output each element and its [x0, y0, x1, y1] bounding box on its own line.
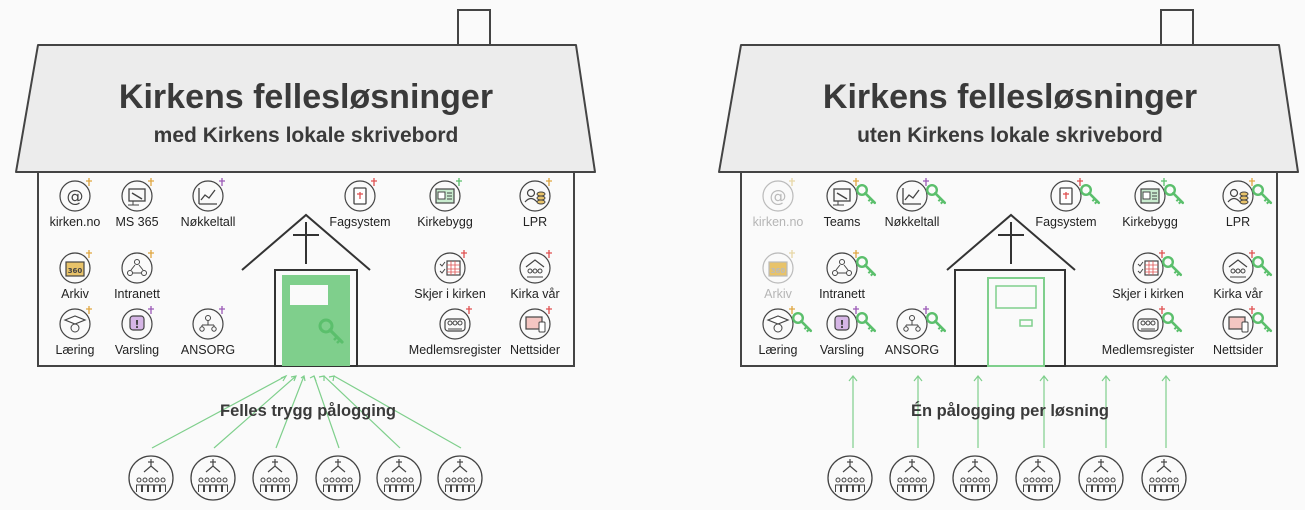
- church-people-icon[interactable]: [519, 250, 552, 284]
- svg-text:!: !: [839, 318, 844, 331]
- congregation-icon: [889, 455, 935, 501]
- app-label[interactable]: LPR: [1225, 215, 1251, 229]
- congregation-icon: [252, 455, 298, 501]
- app-label[interactable]: Nettsider: [1212, 343, 1264, 357]
- app-label[interactable]: Skjer i kirken: [1112, 287, 1184, 301]
- right-login-arrows: [848, 375, 1171, 448]
- org-chart-icon[interactable]: [896, 306, 929, 340]
- app-label[interactable]: Teams: [823, 215, 861, 229]
- congregation-icon: [1141, 455, 1187, 501]
- right-congregations: [827, 455, 1187, 501]
- app-label[interactable]: Kirkebygg: [1122, 215, 1178, 229]
- app-label[interactable]: Læring: [758, 343, 798, 357]
- network-people-icon[interactable]: [121, 250, 154, 284]
- people-coins-icon[interactable]: [519, 178, 552, 212]
- org-chart-icon[interactable]: [192, 306, 225, 340]
- left-login-arrows: [151, 375, 462, 449]
- archive-360-icon[interactable]: 360: [762, 250, 795, 284]
- right-house: [718, 9, 1299, 367]
- app-label[interactable]: Læring: [55, 343, 95, 357]
- left-congregations: [128, 455, 483, 501]
- network-people-icon[interactable]: [826, 250, 859, 284]
- calendar-check-icon[interactable]: [434, 250, 467, 284]
- svg-text:@: @: [67, 187, 84, 207]
- svg-text:@: @: [770, 187, 787, 207]
- app-label[interactable]: ANSORG: [884, 343, 940, 357]
- book-icon[interactable]: [344, 178, 377, 212]
- devices-icon[interactable]: [1222, 306, 1255, 340]
- left-title: Kirkens fellesløsninger: [118, 78, 494, 116]
- congregation-icon: [315, 455, 361, 501]
- app-label[interactable]: MS 365: [115, 215, 159, 229]
- app-label[interactable]: Nøkkeltall: [180, 215, 236, 229]
- book-icon[interactable]: [1050, 178, 1083, 212]
- alert-bubble-icon[interactable]: !: [826, 306, 859, 340]
- graduation-cap-icon[interactable]: [59, 306, 92, 340]
- church-people-icon[interactable]: [1222, 250, 1255, 284]
- document-edit-icon[interactable]: [826, 178, 859, 212]
- photo-list-icon[interactable]: [1134, 178, 1167, 212]
- alert-bubble-icon[interactable]: !: [121, 306, 154, 340]
- app-label[interactable]: Varsling: [819, 343, 865, 357]
- at-sign-icon[interactable]: @: [59, 178, 92, 212]
- congregation-icon: [1015, 455, 1061, 501]
- congregation-icon: [437, 455, 483, 501]
- svg-text:!: !: [134, 318, 139, 331]
- app-label[interactable]: Fagsystem: [1035, 215, 1097, 229]
- door: [987, 277, 1045, 367]
- app-label[interactable]: LPR: [522, 215, 548, 229]
- people-coins-icon[interactable]: [1222, 178, 1255, 212]
- app-label[interactable]: Arkiv: [764, 287, 792, 301]
- congregation-icon: [128, 455, 174, 501]
- app-label[interactable]: Skjer i kirken: [414, 287, 486, 301]
- app-label[interactable]: kirken.no: [752, 215, 804, 229]
- app-label[interactable]: Nettsider: [509, 343, 561, 357]
- document-edit-icon[interactable]: [121, 178, 154, 212]
- left-house: [15, 9, 596, 367]
- app-label[interactable]: Nøkkeltall: [884, 215, 940, 229]
- members-icon[interactable]: [1132, 306, 1165, 340]
- graduation-cap-icon[interactable]: [762, 306, 795, 340]
- members-icon[interactable]: [439, 306, 472, 340]
- app-label[interactable]: Fagsystem: [329, 215, 391, 229]
- at-sign-icon[interactable]: @: [762, 178, 795, 212]
- devices-icon[interactable]: [519, 306, 552, 340]
- app-label[interactable]: Medlemsregister: [408, 343, 502, 357]
- app-label[interactable]: Arkiv: [61, 287, 89, 301]
- calendar-check-icon[interactable]: [1132, 250, 1165, 284]
- app-label[interactable]: Intranett: [819, 287, 865, 301]
- app-label[interactable]: Kirka vår: [510, 287, 560, 301]
- left-subtitle: med Kirkens lokale skrivebord: [153, 124, 459, 147]
- app-label[interactable]: Medlemsregister: [1101, 343, 1195, 357]
- line-chart-icon[interactable]: [192, 178, 225, 212]
- app-label[interactable]: Kirka vår: [1213, 287, 1263, 301]
- right-caption: Én pålogging per løsning: [911, 402, 1109, 420]
- congregation-icon: [952, 455, 998, 501]
- right-subtitle: uten Kirkens lokale skrivebord: [857, 124, 1163, 147]
- congregation-icon: [190, 455, 236, 501]
- svg-text:360: 360: [771, 267, 786, 275]
- svg-text:360: 360: [68, 267, 83, 275]
- congregation-icon: [827, 455, 873, 501]
- app-label[interactable]: kirken.no: [49, 215, 101, 229]
- photo-list-icon[interactable]: [429, 178, 462, 212]
- app-label[interactable]: Varsling: [114, 343, 160, 357]
- app-label[interactable]: Intranett: [114, 287, 160, 301]
- app-label[interactable]: Kirkebygg: [417, 215, 473, 229]
- archive-360-icon[interactable]: 360: [59, 250, 92, 284]
- left-caption: Felles trygg pålogging: [219, 402, 397, 420]
- right-title: Kirkens fellesløsninger: [822, 78, 1198, 116]
- congregation-icon: [1078, 455, 1124, 501]
- app-label[interactable]: ANSORG: [180, 343, 236, 357]
- congregation-icon: [376, 455, 422, 501]
- line-chart-icon[interactable]: [896, 178, 929, 212]
